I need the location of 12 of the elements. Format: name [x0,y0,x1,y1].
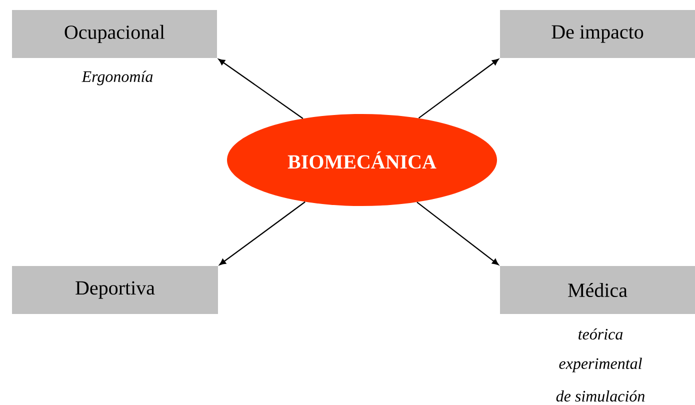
caption-text: experimental [559,358,642,372]
arrow [218,58,304,119]
arrow [416,202,499,266]
caption-text: teórica [578,328,623,340]
arrow [219,201,306,266]
caption-text: de simulación [556,390,645,402]
category-box: Médica [500,266,695,314]
caption-text: Ergonomía [82,70,153,86]
category-box: Ocupacional [12,10,217,58]
category-box: De impacto [500,10,695,58]
category-box: Deportiva [12,266,218,314]
arrow [418,58,499,119]
